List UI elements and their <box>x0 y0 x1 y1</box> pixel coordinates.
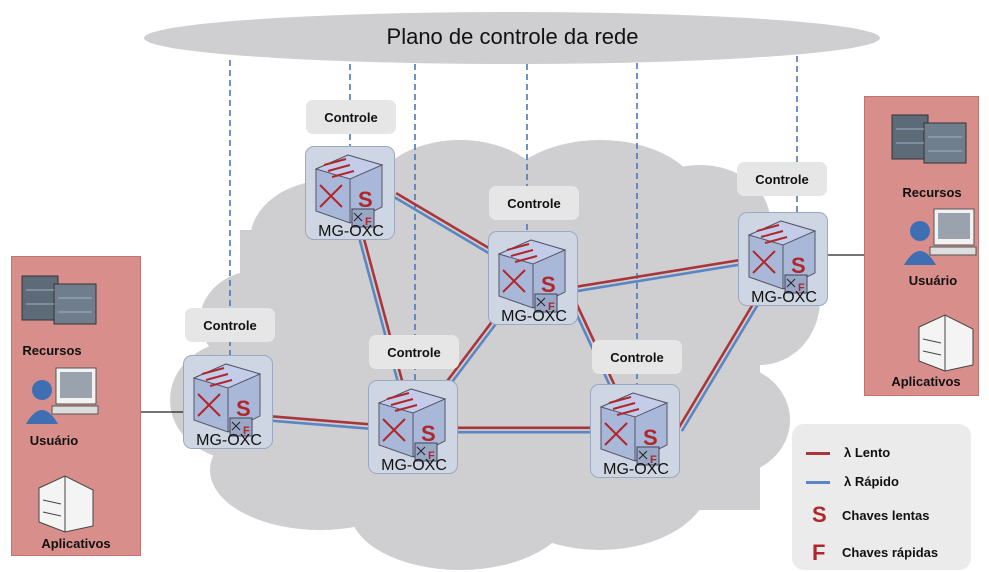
control-plane-label: Plano de controle da rede <box>386 24 639 49</box>
control-label: Controle <box>507 195 561 211</box>
svg-text:S: S <box>643 425 658 450</box>
node-label: MG-OXC <box>501 308 567 325</box>
legend: λ Lento λ Rápido S Chaves lentas F Chave… <box>792 424 971 570</box>
mg-oxc-node: S F MG-OXC <box>738 212 828 306</box>
left-resources-label: Recursos <box>22 343 82 358</box>
fast-switch-glyph: F <box>812 540 826 565</box>
legend-fast-label: λ Rápido <box>844 474 899 489</box>
svg-text:S: S <box>358 187 373 212</box>
control-label: Controle <box>387 344 441 360</box>
svg-text:S: S <box>236 396 251 421</box>
control-box: Controle <box>489 186 579 220</box>
oxc-cube-icon: S F <box>745 217 823 295</box>
mg-oxc-node: S F MG-OXC <box>590 384 680 478</box>
svg-text:S: S <box>791 253 806 278</box>
oxc-cube-icon: S F <box>190 360 268 438</box>
user-icon <box>904 208 977 265</box>
mg-oxc-node: S F MG-OXC <box>488 231 578 325</box>
oxc-cube-icon: S F <box>375 385 453 463</box>
right-user-label: Usuário <box>908 273 958 288</box>
svg-text:F: F <box>365 216 372 228</box>
control-label: Controle <box>203 317 257 333</box>
svg-text:F: F <box>428 450 435 462</box>
mg-oxc-node: S F MG-OXC <box>368 380 458 474</box>
svg-text:F: F <box>650 454 657 466</box>
slow-switch-glyph: S <box>812 502 827 527</box>
svg-text:S: S <box>421 421 436 446</box>
control-box: Controle <box>185 308 275 342</box>
user-icon <box>26 367 99 424</box>
oxc-cube-icon: S F <box>312 151 390 229</box>
node-label: MG-OXC <box>381 457 447 474</box>
control-label: Controle <box>610 349 664 365</box>
left-apps-label: Aplicativos <box>41 536 111 551</box>
control-box: Controle <box>369 335 459 369</box>
svg-text:F: F <box>243 425 250 437</box>
application-icon <box>918 314 974 372</box>
legend-slow-label: λ Lento <box>844 445 891 460</box>
legend-slow-line <box>806 452 830 455</box>
svg-text:S: S <box>541 272 556 297</box>
oxc-cube-icon: S F <box>495 236 573 314</box>
control-label: Controle <box>324 109 378 125</box>
node-label: MG-OXC <box>603 461 669 478</box>
svg-text:F: F <box>798 282 805 294</box>
application-icon <box>38 475 94 533</box>
server-icon <box>891 114 967 164</box>
svg-text:F: F <box>548 301 555 313</box>
left-user-label: Usuário <box>29 433 79 448</box>
legend-slow-switch-label: Chaves lentas <box>842 508 930 523</box>
right-apps-label: Aplicativos <box>891 374 961 389</box>
control-box: Controle <box>306 100 396 134</box>
mg-oxc-node: S F MG-OXC <box>183 355 273 449</box>
oxc-cube-icon: S F <box>597 389 675 467</box>
node-label: MG-OXC <box>196 432 262 449</box>
control-box: Controle <box>737 162 827 196</box>
control-plane-ellipse <box>144 12 880 64</box>
mg-oxc-node: S F MG-OXC <box>305 146 395 240</box>
control-box: Controle <box>592 340 682 374</box>
legend-fast-switch-label: Chaves rápidas <box>842 545 939 560</box>
right-resources-label: Recursos <box>902 185 962 200</box>
control-label: Controle <box>755 171 809 187</box>
server-icon <box>21 275 97 325</box>
node-label: MG-OXC <box>751 289 817 306</box>
legend-fast-line <box>806 481 830 484</box>
node-label: MG-OXC <box>318 223 384 240</box>
